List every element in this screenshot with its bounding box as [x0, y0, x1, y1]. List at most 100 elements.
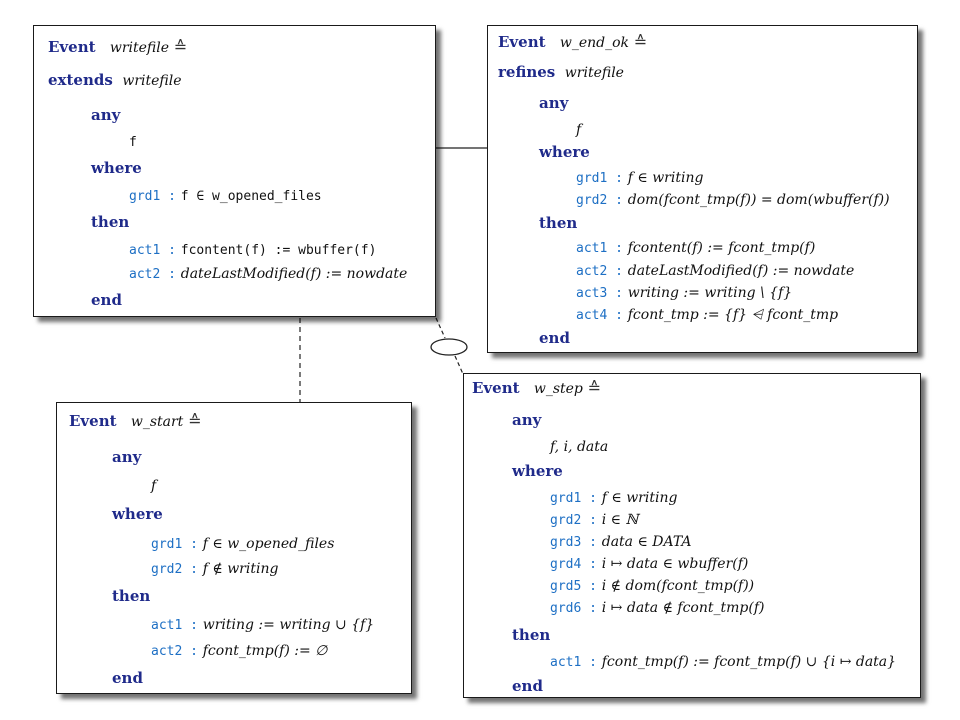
action-label: act4 :	[576, 308, 623, 323]
parameters: f, i, data	[550, 439, 609, 455]
extends-target: writefile	[122, 73, 182, 89]
action-row: act2 : dateLastModified(f) := nowdate	[129, 264, 407, 284]
action-expr: fcont_tmp := {f} ⩤ fcont_tmp	[627, 307, 839, 323]
event-writefile-box: Event writefile ≙ extends writefile any …	[33, 25, 436, 317]
action-expr: writing := writing ∪ {f}	[202, 617, 375, 633]
where-keyword: where	[112, 505, 163, 523]
dashed-connector-w-step-a	[435, 317, 446, 339]
refines-target: writefile	[564, 65, 624, 81]
guard-row: grd2 : i ∈ ℕ	[550, 510, 638, 530]
where-keyword: where	[91, 159, 142, 177]
guard-expr: f ∈ w_opened_files	[202, 536, 335, 552]
action-row: act2 : fcont_tmp(f) := ∅	[151, 641, 327, 661]
action-label: act1 :	[151, 618, 198, 633]
defined-as-symbol: ≙	[188, 411, 202, 430]
defined-as-symbol: ≙	[633, 32, 648, 51]
action-row: act1 : writing := writing ∪ {f}	[151, 615, 374, 635]
guard-label: grd2 :	[550, 513, 597, 528]
then-keyword: then	[539, 214, 578, 232]
event-keyword: Event	[498, 33, 546, 51]
any-keyword: any	[539, 94, 569, 112]
guard-expr: dom(fcont_tmp(f)) = dom(wbuffer(f))	[627, 192, 890, 208]
guard-label: grd1 :	[550, 491, 597, 506]
action-row: act4 : fcont_tmp := {f} ⩤ fcont_tmp	[576, 305, 838, 325]
action-label: act1 :	[550, 655, 597, 670]
guard-expr: i ∉ dom(fcont_tmp(f))	[601, 578, 755, 594]
then-keyword: then	[91, 213, 130, 231]
guard-label: grd2 :	[151, 562, 198, 577]
end-keyword: end	[512, 677, 543, 695]
action-row: act1 : fcont_tmp(f) := fcont_tmp(f) ∪ {i…	[550, 652, 896, 672]
guard-label: grd1 :	[129, 189, 176, 204]
where-keyword: where	[539, 143, 590, 161]
anticipation-ellipse	[430, 338, 468, 356]
any-keyword: any	[91, 106, 121, 124]
guard-expr: i ↦ data ∉ fcont_tmp(f)	[601, 600, 765, 616]
parameters: f	[576, 122, 582, 138]
action-row: act2 : dateLastModified(f) := nowdate	[576, 261, 854, 281]
event-w-end-ok-box: Event w_end_ok ≙ refines writefile any f…	[487, 25, 918, 353]
action-row: act3 : writing := writing \ {f}	[576, 283, 792, 303]
action-row: act1 : fcontent(f) := wbuffer(f)	[129, 240, 376, 260]
action-label: act2 :	[151, 644, 198, 659]
dashed-connector-w-step-b	[454, 355, 464, 375]
guard-expr: data ∈ DATA	[601, 534, 692, 550]
guard-expr: f ∉ writing	[202, 561, 279, 577]
any-keyword: any	[512, 411, 542, 429]
action-label: act1 :	[129, 243, 176, 258]
action-label: act1 :	[576, 241, 623, 256]
event-name: w_start	[130, 414, 184, 430]
guard-label: grd2 :	[576, 193, 623, 208]
guard-row: grd6 : i ↦ data ∉ fcont_tmp(f)	[550, 598, 764, 618]
guard-label: grd6 :	[550, 601, 597, 616]
action-expr: fcont_tmp(f) := fcont_tmp(f) ∪ {i ↦ data…	[601, 654, 897, 670]
guard-row: grd1 : f ∈ writing	[550, 488, 677, 508]
event-w-step-box: Event w_step ≙ any f, i, data where grd1…	[463, 373, 921, 698]
guard-row: grd1 : f ∈ w_opened_files	[151, 534, 334, 554]
parameters: f	[129, 135, 137, 150]
guard-label: grd4 :	[550, 557, 597, 572]
end-keyword: end	[539, 329, 570, 347]
guard-expr: f ∈ w_opened_files	[180, 189, 322, 204]
event-keyword: Event	[69, 412, 117, 430]
guard-row: grd2 : dom(fcont_tmp(f)) = dom(wbuffer(f…	[576, 190, 890, 210]
guard-expr: f ∈ writing	[627, 170, 704, 186]
end-keyword: end	[91, 291, 122, 309]
action-row: act1 : fcontent(f) := fcont_tmp(f)	[576, 238, 815, 258]
guard-label: grd1 :	[576, 171, 623, 186]
guard-row: grd1 : f ∈ writing	[576, 168, 703, 188]
event-w-start-box: Event w_start ≙ any f where grd1 : f ∈ w…	[56, 402, 412, 694]
action-expr: fcontent(f) := fcont_tmp(f)	[627, 240, 816, 256]
guard-row: grd3 : data ∈ DATA	[550, 532, 692, 552]
action-expr: fcont_tmp(f) := ∅	[202, 643, 328, 659]
guard-row: grd5 : i ∉ dom(fcont_tmp(f))	[550, 576, 754, 596]
guard-row: grd2 : f ∉ writing	[151, 559, 278, 579]
action-expr: dateLastModified(f) := nowdate	[627, 263, 855, 279]
extends-keyword: extends	[48, 71, 113, 89]
guard-expr: i ↦ data ∈ wbuffer(f)	[601, 556, 749, 572]
defined-as-symbol: ≙	[173, 37, 188, 56]
guard-label: grd3 :	[550, 535, 597, 550]
then-keyword: then	[112, 587, 151, 605]
event-keyword: Event	[472, 379, 520, 397]
refines-keyword: refines	[498, 63, 556, 81]
guard-expr: f ∈ writing	[601, 490, 678, 506]
event-keyword: Event	[48, 38, 96, 56]
action-label: act2 :	[129, 267, 176, 282]
event-name: w_end_ok	[559, 35, 630, 51]
guard-row: grd1 : f ∈ w_opened_files	[129, 186, 322, 206]
action-expr: fcontent(f) := wbuffer(f)	[180, 243, 377, 258]
where-keyword: where	[512, 462, 563, 480]
then-keyword: then	[512, 626, 551, 644]
guard-label: grd5 :	[550, 579, 597, 594]
guard-label: grd1 :	[151, 537, 198, 552]
action-expr: writing := writing \ {f}	[627, 285, 793, 301]
action-expr: dateLastModified(f) := nowdate	[180, 266, 408, 282]
guard-row: grd4 : i ↦ data ∈ wbuffer(f)	[550, 554, 748, 574]
action-label: act3 :	[576, 286, 623, 301]
action-label: act2 :	[576, 264, 623, 279]
any-keyword: any	[112, 448, 142, 466]
guard-expr: i ∈ ℕ	[601, 512, 639, 528]
event-name: w_step	[533, 381, 583, 397]
